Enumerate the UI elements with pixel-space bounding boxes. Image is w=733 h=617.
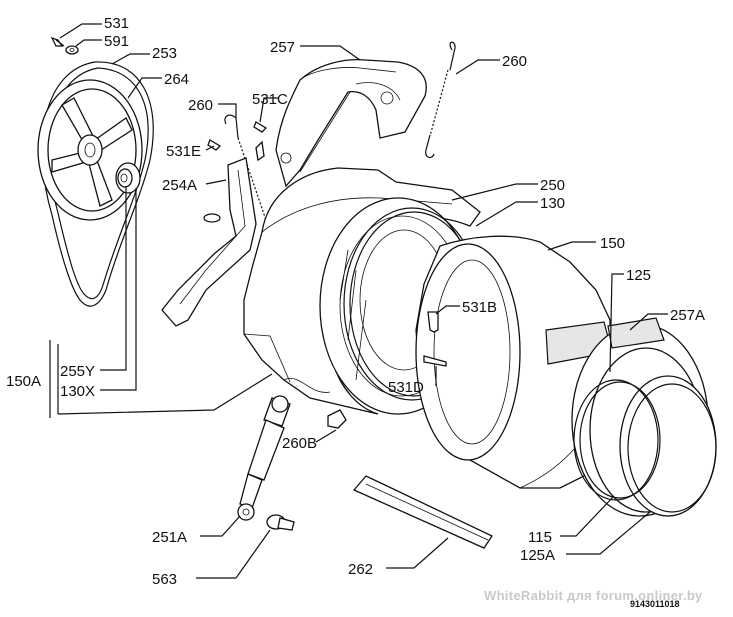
label-531d: 531D (388, 379, 424, 396)
diagram-code: 9143011018 (630, 599, 680, 609)
washer-591 (65, 45, 79, 55)
bracket-254a (161, 157, 257, 327)
label-125a: 125A (520, 547, 555, 564)
door-seal-bellows-257a (571, 317, 717, 517)
label-257: 257 (270, 39, 295, 56)
shock-absorber-251a (237, 395, 291, 521)
label-260b: 260B (282, 435, 317, 452)
label-253: 253 (152, 45, 177, 62)
label-260-top: 260 (502, 53, 527, 70)
watermark-text: WhiteRabbit для forum.onliner.by (484, 588, 703, 603)
label-255y: 255Y (60, 363, 95, 380)
label-531e: 531E (166, 143, 201, 160)
screw-531d (423, 355, 447, 367)
screw-531 (50, 36, 65, 47)
screw-531b (427, 311, 439, 333)
label-257a: 257A (670, 307, 705, 324)
clamp-ring-125a (627, 383, 717, 513)
label-125: 125 (626, 267, 651, 284)
label-531: 531 (104, 15, 129, 32)
counterweight-262 (352, 475, 493, 549)
label-115: 115 (528, 529, 552, 546)
motor-pulley (115, 162, 141, 194)
label-251a: 251A (152, 529, 187, 546)
screw-531c (253, 121, 268, 133)
clip-260b (327, 409, 347, 429)
label-591: 591 (104, 33, 129, 50)
label-254a: 254A (162, 177, 197, 194)
counterweight-bracket-257 (275, 58, 427, 188)
label-260-left: 260 (188, 97, 213, 114)
label-531c: 531C (252, 91, 288, 108)
label-531b: 531B (462, 299, 497, 316)
spring-260-right (425, 41, 456, 159)
small-clip (255, 140, 265, 162)
drum-pulley-264 (37, 79, 143, 221)
screw-531e (207, 139, 222, 151)
clamp-ring-125 (573, 379, 661, 501)
label-150: 150 (600, 235, 625, 252)
bolt-563 (266, 514, 295, 531)
leader-lines (59, 23, 668, 579)
label-130: 130 (540, 195, 565, 212)
tub-front-150 (415, 235, 613, 489)
group-bracket-150a (49, 340, 273, 418)
label-264: 264 (164, 71, 189, 88)
label-563: 563 (152, 571, 177, 588)
label-130x: 130X (60, 383, 95, 400)
label-150a: 150A (6, 373, 41, 390)
label-262: 262 (348, 561, 373, 578)
label-250: 250 (540, 177, 565, 194)
